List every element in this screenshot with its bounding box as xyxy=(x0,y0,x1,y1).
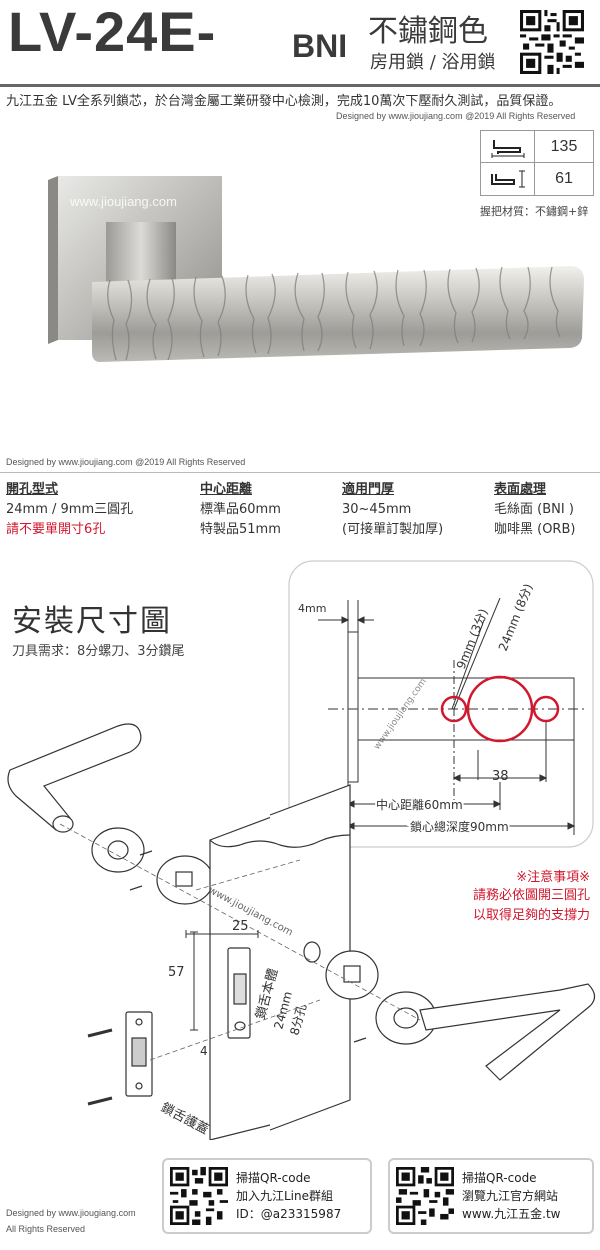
spec-backset: 中心距離 標準品60mm 特製品51mm xyxy=(200,480,281,540)
spec-door-line2: (可接單訂製加厚) xyxy=(342,522,444,537)
line-group-card[interactable]: 掃描QR-code 加入九江Line群組 ID：@a23315987 xyxy=(162,1158,372,1234)
label-25: 25 xyxy=(232,919,249,934)
spec-door-line1: 30~45mm xyxy=(342,502,412,517)
note-line2: 以取得足夠的支撐力 xyxy=(472,908,590,923)
lever-length-icon xyxy=(481,131,535,162)
website-card-l3[interactable]: www.九江五金.tw xyxy=(462,1207,561,1221)
spec-hole: 開孔型式 24mm / 9mm三圓孔 請不要單開寸6孔 xyxy=(6,480,133,540)
note-line1: 請務必依圖開三圓孔 xyxy=(472,888,590,903)
install-title: 安裝尺寸圖 xyxy=(12,604,172,639)
dim-9mm: 9mm (3分) xyxy=(454,607,491,671)
exploded-installation-diagram: 25 57 4 鎖舌本體 24mm 8分孔 鎖舌護蓋 www.jioujiang… xyxy=(7,723,596,1140)
line-card-l3: ID：@a23315987 xyxy=(236,1207,342,1221)
size-height-value: 61 xyxy=(555,170,573,187)
hole-9mm-right xyxy=(532,695,560,723)
lever-right xyxy=(419,983,596,1081)
material-color: 不鏽鋼色 xyxy=(368,14,488,49)
label-latch-cover: 鎖舌護蓋 xyxy=(158,1099,211,1138)
label-57: 57 xyxy=(168,965,185,980)
dim-24mm: 24mm (8分) xyxy=(496,582,536,654)
dim-4mm: 4mm xyxy=(298,602,326,615)
spec-divider xyxy=(0,472,600,473)
qr-code-icon[interactable] xyxy=(520,10,584,74)
credit-top: Designed by www.jioujiang.com @2019 All … xyxy=(336,111,576,121)
dim-38: 38 xyxy=(492,769,509,784)
usage-label: 房用鎖 / 浴用鎖 xyxy=(370,52,496,73)
hole-dimension-drawing: 4mm 9mm (3分) 24mm (8分) 38 中心距離60mm 鎖心總深度… xyxy=(288,560,594,848)
spec-hole-heading: 開孔型式 xyxy=(6,482,59,497)
lever-height-icon xyxy=(481,163,535,195)
spec-backset-line2: 特製品51mm xyxy=(200,522,281,537)
footer-credit-1: Designed by www.jiougiang.com xyxy=(6,1208,136,1218)
spec-hole-warning: 請不要單開寸6孔 xyxy=(6,522,106,537)
spec-surface: 表面處理 毛絲面 (BNI ) 咖啡黑 (ORB) xyxy=(494,480,575,540)
size-length-value: 135 xyxy=(550,137,578,155)
size-table: 135 61 xyxy=(480,130,594,196)
spec-surface-line1: 毛絲面 (BNI ) xyxy=(494,502,574,517)
credit-middle: Designed by www.jioujiang.com @2019 All … xyxy=(6,457,246,467)
intro-text: 九江五金 LV全系列鎖芯，於台灣金屬工業研發中心檢測，完成10萬次下壓耐久測試，… xyxy=(6,94,562,109)
product-photo: www.jioujiang.com xyxy=(48,176,584,362)
dim-depth: 鎖心總深度90mm xyxy=(410,819,509,834)
website-card-l2: 瀏覽九江官方網站 xyxy=(462,1189,559,1203)
spec-surface-heading: 表面處理 xyxy=(494,482,547,497)
spec-door-heading: 適用門厚 xyxy=(342,482,395,497)
spec-backset-heading: 中心距離 xyxy=(200,482,253,497)
line-card-text: 掃描QR-code 加入九江Line群組 ID：@a23315987 xyxy=(236,1169,341,1223)
label-4: 4 xyxy=(200,1044,208,1058)
hole-24mm xyxy=(466,675,534,743)
line-card-l2: 加入九江Line群組 xyxy=(236,1189,334,1203)
footer-credit-2: All Rights Reserved xyxy=(6,1224,86,1234)
website-qr-code-icon[interactable] xyxy=(396,1167,454,1225)
line-card-l1: 掃描QR-code xyxy=(236,1171,311,1185)
lever-left xyxy=(7,723,142,831)
lever-handle xyxy=(92,266,584,362)
website-card-text: 掃描QR-code 瀏覽九江官方網站 www.九江五金.tw xyxy=(462,1169,561,1223)
header-divider xyxy=(0,84,600,87)
website-card[interactable]: 掃描QR-code 瀏覽九江官方網站 www.九江五金.tw xyxy=(388,1158,594,1234)
tools-requirement: 刀具需求：8分螺刀、3分鑽尾 xyxy=(12,644,185,659)
size-row-height: 61 xyxy=(481,163,593,195)
finish-code: BNI xyxy=(292,28,348,64)
line-qr-code-icon[interactable] xyxy=(170,1167,228,1225)
material-note: 握把材質：不鏽鋼+鋅 xyxy=(480,205,589,218)
spec-surface-line2: 咖啡黑 (ORB) xyxy=(494,522,576,537)
hole-9mm-left xyxy=(440,695,468,723)
spec-door: 適用門厚 30~45mm (可接單訂製加厚) xyxy=(342,480,443,540)
dim-center: 中心距離60mm xyxy=(376,797,463,812)
note-title: ※注意事項※ xyxy=(516,870,590,885)
spec-hole-line1: 24mm / 9mm三圓孔 xyxy=(6,502,134,517)
spec-backset-line1: 標準品60mm xyxy=(200,502,281,517)
photo-watermark: www.jioujiang.com xyxy=(69,194,177,209)
website-card-l1: 掃描QR-code xyxy=(462,1171,537,1185)
size-row-length: 135 xyxy=(481,131,593,163)
model-title: LV-24E- xyxy=(8,0,217,63)
